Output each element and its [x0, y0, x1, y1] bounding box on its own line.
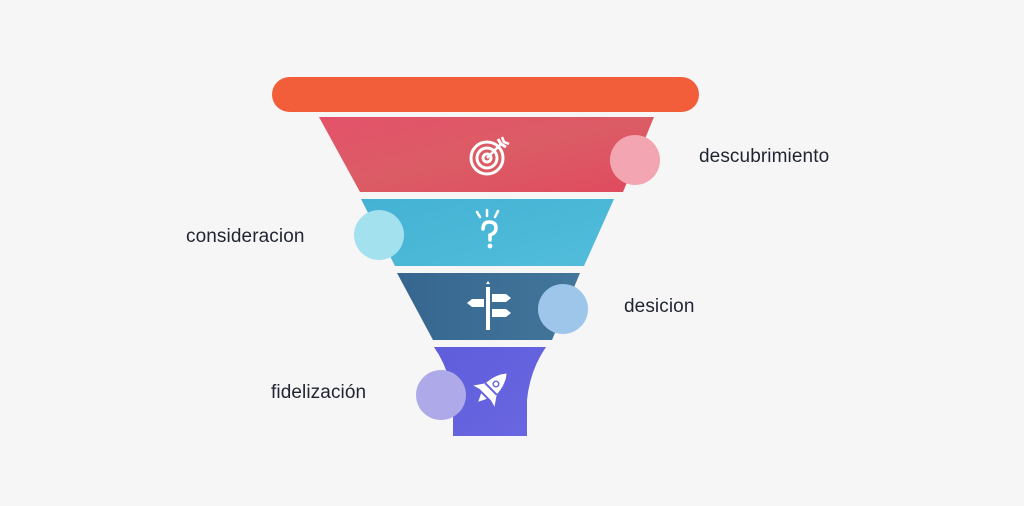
stage-label-descubrimiento: descubrimiento [699, 146, 830, 167]
stage-dot-descubrimiento [610, 135, 660, 185]
stage-dot-desicion [538, 284, 588, 334]
rocket-icon [473, 373, 507, 407]
signpost-icon [467, 281, 511, 330]
stage-label-desicion: desicion [624, 296, 695, 317]
funnel-top-bar [272, 77, 699, 112]
stage-dot-fidelizacion [416, 370, 466, 420]
stage-label-fidelizacion: fidelización [271, 382, 367, 403]
stage-label-consideracion: consideracion [186, 226, 305, 247]
stage-dot-consideracion [354, 210, 404, 260]
funnel-stage-consideracion [361, 199, 614, 266]
target-icon [469, 136, 510, 176]
question-bulb-icon [475, 208, 500, 249]
